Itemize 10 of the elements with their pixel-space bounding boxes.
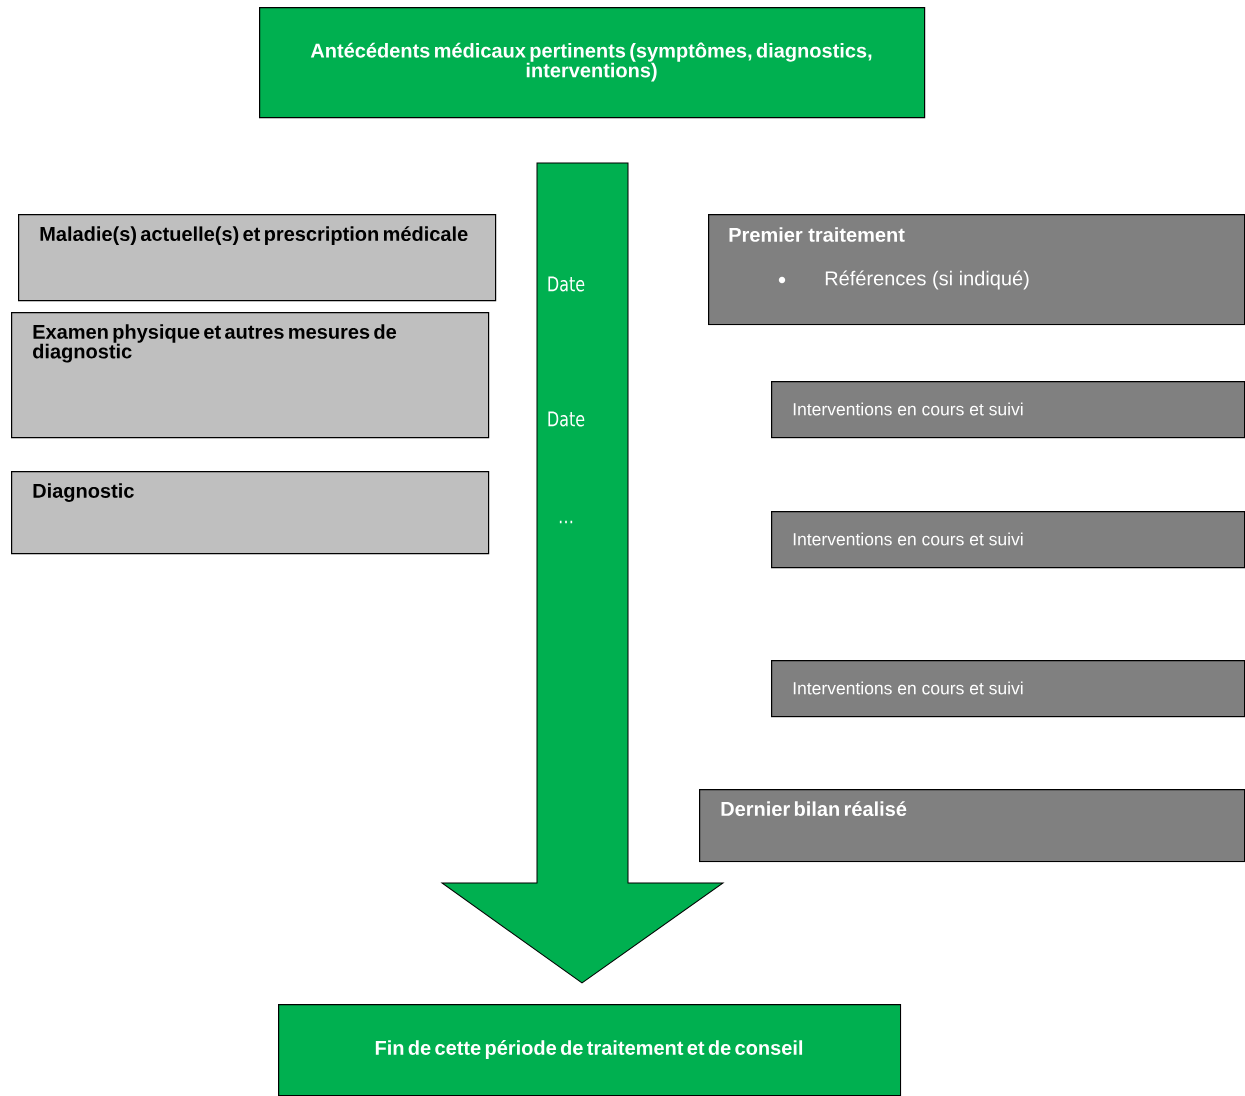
process-box: Fin de cette période de traitement et de conseil xyxy=(278,1004,902,1096)
process-box: Premier traitement Références (si indiqué) xyxy=(708,214,1245,326)
process-box: Antécédents médicaux pertinents (symptômes, diagnostics, interventions) xyxy=(259,7,926,119)
process-box: Dernier bilan réalisé xyxy=(699,789,1245,863)
process-box: Interventions en cours et suivi xyxy=(771,660,1245,718)
process-box: Examen physique et autres mesures de diagnostic xyxy=(11,312,490,439)
process-box: Interventions en cours et suivi xyxy=(771,381,1245,439)
process-box: Diagnostic xyxy=(11,471,490,555)
process-box: Interventions en cours et suivi xyxy=(771,511,1245,569)
process-box: Maladie(s) actuelle(s) et prescription médicale xyxy=(18,214,497,302)
